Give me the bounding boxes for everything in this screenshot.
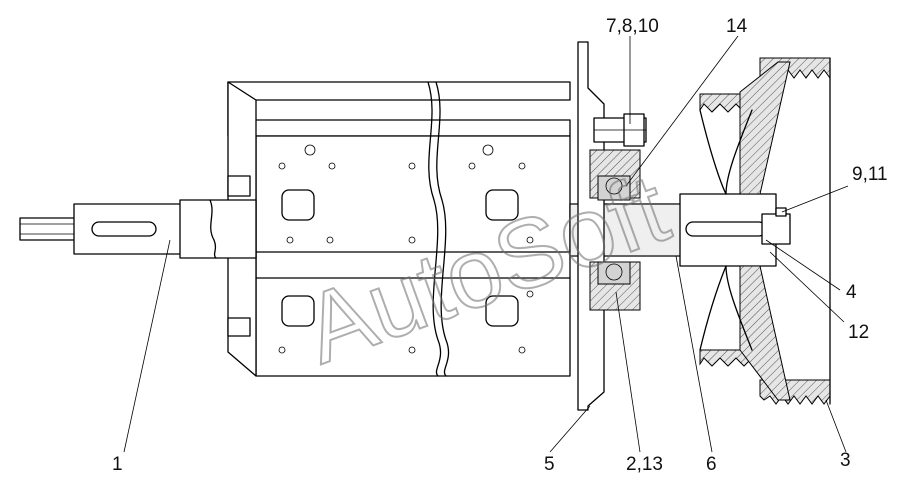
- shaft: [19, 193, 791, 267]
- callout-1: 1: [112, 454, 123, 475]
- callout-7-8-10: 7,8,10: [606, 16, 659, 37]
- bolt-assembly: [593, 113, 647, 147]
- mount-holes: [278, 144, 534, 354]
- callout-12: 12: [848, 322, 869, 343]
- pulley: [699, 57, 831, 405]
- callout-labels: 1 2,13 3 4 5 6 7,8,10 9,11 12 14: [112, 16, 888, 475]
- callout-3: 3: [840, 450, 851, 471]
- callout-9-11: 9,11: [852, 164, 888, 185]
- callout-5: 5: [544, 454, 555, 475]
- bracket-frame: [227, 81, 571, 377]
- callout-14: 14: [726, 16, 748, 37]
- callout-2-13: 2,13: [626, 454, 663, 475]
- bearing-housing: [589, 149, 641, 311]
- leader-lines: [123, 35, 849, 453]
- callout-6: 6: [706, 454, 717, 475]
- callout-4: 4: [846, 282, 857, 303]
